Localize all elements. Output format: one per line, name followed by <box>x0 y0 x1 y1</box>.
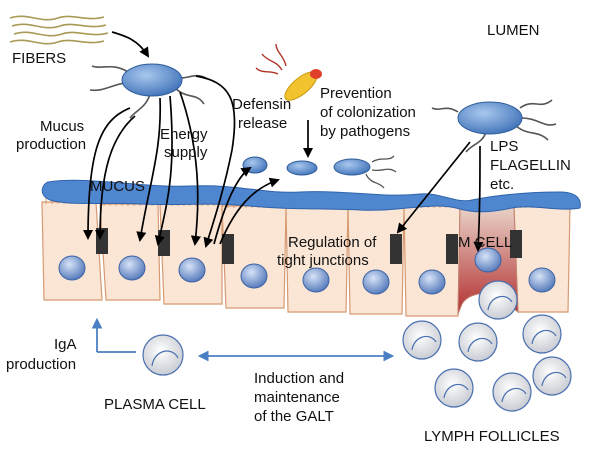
label-prevention-line1: Prevention <box>320 85 392 102</box>
label-induction-line2: maintenance <box>254 389 340 406</box>
pathway-arrows <box>82 31 484 253</box>
label-induction-line1: Induction and <box>254 370 345 387</box>
label-mucus-production-line1: Mucus <box>40 118 85 135</box>
label-iga-line1: IgA <box>54 336 77 353</box>
label-defensin-line2: release <box>238 115 288 132</box>
label-fibers: FIBERS <box>12 50 67 67</box>
fibers-icon <box>9 15 109 45</box>
lymph-follicles <box>402 280 572 412</box>
label-lymph-follicles: LYMPH FOLLICLES <box>424 428 560 445</box>
bacterium-icon <box>431 99 557 153</box>
label-lps: LPS <box>490 138 519 155</box>
label-defensin-line1: Defensin <box>232 96 292 113</box>
label-mucus: MUCUS <box>90 178 145 195</box>
cell-nuclei <box>58 247 556 295</box>
label-regulation-line1: Regulation of <box>288 234 377 251</box>
plasma-cell <box>142 334 184 376</box>
label-flagellin: FLAGELLIN <box>490 157 571 174</box>
label-plasma-cell: PLASMA CELL <box>104 396 206 413</box>
label-prevention-line2: of colonization <box>320 104 416 121</box>
label-mucus-production-line2: production <box>16 136 87 153</box>
label-iga-line2: production <box>6 356 77 373</box>
label-energy-supply-line1: Energy <box>160 126 208 143</box>
label-energy-supply-line2: supply <box>164 144 208 161</box>
label-prevention-line3: by pathogens <box>320 123 411 140</box>
label-etc: etc. <box>490 176 515 193</box>
label-induction-line3: of the GALT <box>254 408 334 425</box>
bacterium-icon <box>333 155 397 189</box>
pathogen-icon <box>255 43 322 101</box>
label-m-cell: M CELL <box>458 234 513 251</box>
bacterium-icon <box>286 160 318 176</box>
label-lumen: LUMEN <box>487 22 540 39</box>
iga-arrow <box>91 317 136 353</box>
mucus-layer <box>41 179 581 213</box>
label-regulation-line2: tight junctions <box>277 252 369 269</box>
bacterium-icon <box>89 63 207 119</box>
